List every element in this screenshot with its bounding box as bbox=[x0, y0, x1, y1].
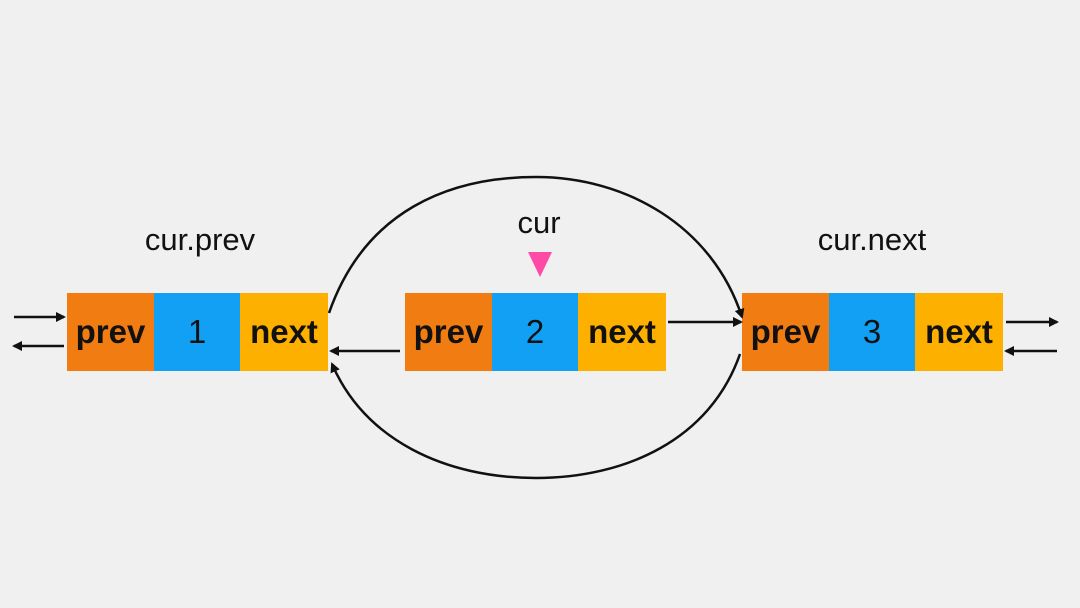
arc-node1-next-to-node3 bbox=[327, 175, 745, 319]
node-3-next-field: next bbox=[915, 293, 1003, 371]
cur-pointer-marker bbox=[528, 252, 552, 277]
node-1-next-field: next bbox=[240, 293, 328, 371]
node-1: prev 1 next bbox=[67, 293, 328, 371]
arc-node3-prev-to-node1 bbox=[330, 353, 742, 480]
node-1-prev-field: prev bbox=[67, 293, 154, 371]
node-3-value-field: 3 bbox=[829, 293, 915, 371]
node-1-value-field: 1 bbox=[154, 293, 240, 371]
label-cur-next: cur.next bbox=[817, 222, 927, 257]
node-2-next-field: next bbox=[578, 293, 666, 371]
node-2-value-field: 2 bbox=[492, 293, 578, 371]
node-3: prev 3 next bbox=[742, 293, 1003, 371]
node-2: prev 2 next bbox=[405, 293, 666, 371]
label-cur: cur bbox=[517, 205, 561, 240]
node-2-prev-field: prev bbox=[405, 293, 492, 371]
node-3-prev-field: prev bbox=[742, 293, 829, 371]
label-cur-prev: cur.prev bbox=[144, 222, 256, 257]
